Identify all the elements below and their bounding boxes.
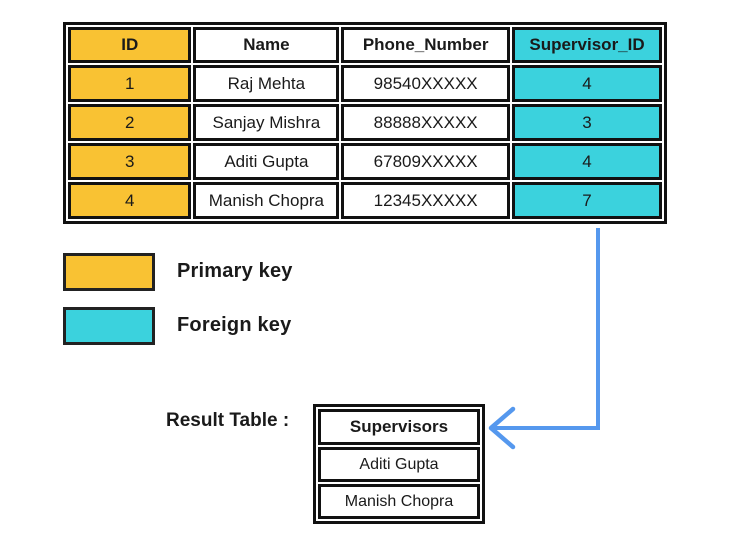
column-header-phone_number: Phone_Number xyxy=(341,27,511,63)
employee-cell: 4 xyxy=(512,65,662,102)
employee-cell: Sanjay Mishra xyxy=(193,104,340,141)
employee-cell: 12345XXXXX xyxy=(341,182,511,219)
result-cell: Manish Chopra xyxy=(318,484,480,519)
employee-cell: 3 xyxy=(68,143,192,180)
result-table-header-row: Supervisors xyxy=(318,409,480,445)
employee-cell: Manish Chopra xyxy=(193,182,340,219)
legend-item: Foreign key xyxy=(63,306,293,345)
employee-cell: 1 xyxy=(68,65,192,102)
employee-cell: 67809XXXXX xyxy=(341,143,511,180)
employee-cell: 2 xyxy=(68,104,192,141)
employee-cell: 3 xyxy=(512,104,662,141)
column-header-name: Name xyxy=(193,27,340,63)
column-header-supervisor_id: Supervisor_ID xyxy=(512,27,662,63)
arrow-head-icon xyxy=(488,406,516,450)
result-row: Aditi Gupta xyxy=(318,447,480,482)
legend-label: Foreign key xyxy=(177,314,292,336)
employee-cell: 98540XXXXX xyxy=(341,65,511,102)
arrow-line xyxy=(494,228,600,430)
legend-swatch xyxy=(63,252,155,291)
result-row: Manish Chopra xyxy=(318,484,480,519)
column-header-id: ID xyxy=(68,27,192,63)
employee-cell: 88888XXXXX xyxy=(341,104,511,141)
employee-cell: 4 xyxy=(512,143,662,180)
employee-cell: Aditi Gupta xyxy=(193,143,340,180)
employee-cell: 7 xyxy=(512,182,662,219)
employee-cell: Raj Mehta xyxy=(193,65,340,102)
result-table-caption: Result Table : xyxy=(166,410,290,431)
employee-cell: 4 xyxy=(68,182,192,219)
result-cell: Aditi Gupta xyxy=(318,447,480,482)
legend-swatch xyxy=(63,306,155,345)
result-table-header: Supervisors xyxy=(318,409,480,445)
legend-item: Primary key xyxy=(63,252,293,291)
legend-label: Primary key xyxy=(177,260,293,282)
